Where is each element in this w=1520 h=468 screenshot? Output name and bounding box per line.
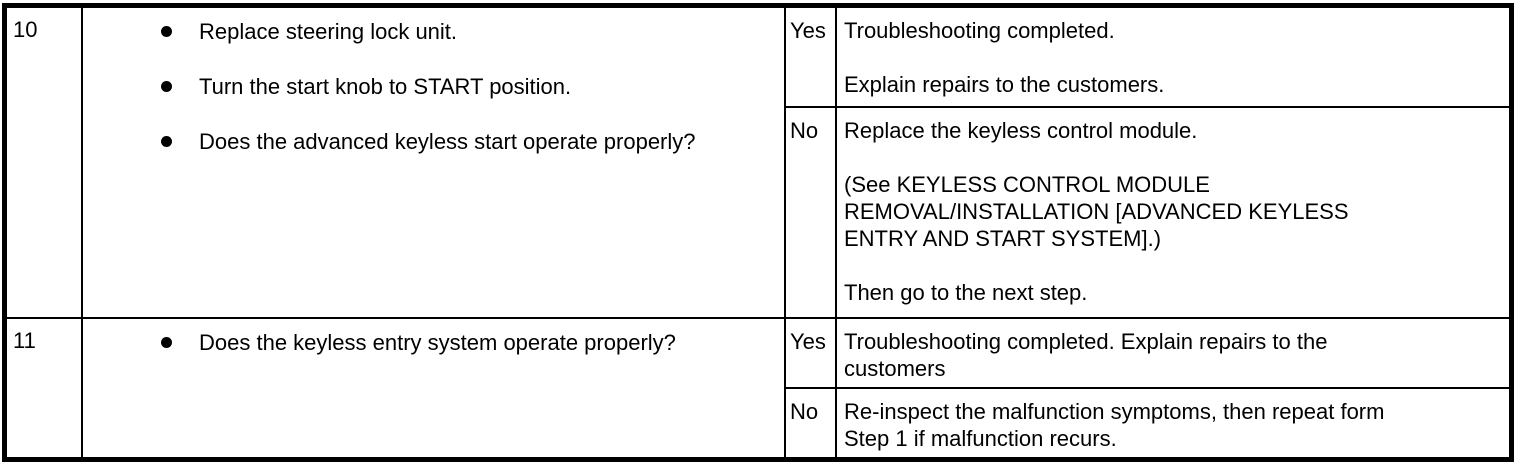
result-action-cell: Troubleshooting completed. Explain repai… — [844, 329, 1328, 381]
bullet-icon — [161, 81, 172, 92]
results-cell-group: Yes Troubleshooting completed. Explain r… — [786, 319, 1509, 457]
bullet-icon — [161, 136, 172, 147]
answer-cell: Yes — [786, 319, 837, 387]
action-text: Does the keyless entry system operate pr… — [199, 330, 676, 355]
result-action-cell: Replace the keyless control module. (See… — [844, 118, 1349, 305]
action-text: Replace steering lock unit. — [199, 19, 458, 44]
result-row-no: No Replace the keyless control module. (… — [786, 106, 1509, 317]
answer-cell: Yes — [786, 8, 837, 106]
action-cell: Does the keyless entry system operate pr… — [83, 319, 786, 457]
table-row: 11 Does the keyless entry system operate… — [7, 317, 1509, 457]
results-cell-group: Yes Troubleshooting completed. Explain r… — [786, 8, 1509, 317]
troubleshooting-table: 10 Replace steering lock unit. Turn the … — [2, 3, 1514, 462]
answer-cell: No — [786, 108, 837, 317]
list-item: Turn the start knob to START position. — [161, 73, 784, 100]
bullet-icon — [161, 26, 172, 37]
result-row-yes: Yes Troubleshooting completed. Explain r… — [786, 319, 1509, 387]
step-number: 11 — [13, 328, 36, 353]
result-action-cell: Troubleshooting completed. Explain repai… — [844, 18, 1165, 97]
list-item: Does the keyless entry system operate pr… — [161, 329, 784, 356]
answer-cell: No — [786, 389, 837, 457]
action-text: Does the advanced keyless start operate … — [199, 129, 696, 154]
step-number-cell: 10 — [7, 8, 83, 317]
result-action-cell: Re-inspect the malfunction symptoms, the… — [844, 399, 1385, 451]
bullet-icon — [161, 337, 172, 348]
action-cell: Replace steering lock unit. Turn the sta… — [83, 8, 786, 317]
result-row-yes: Yes Troubleshooting completed. Explain r… — [786, 8, 1509, 106]
action-text: Turn the start knob to START position. — [199, 74, 572, 99]
step-number: 10 — [13, 17, 38, 42]
result-row-no: No Re-inspect the malfunction symptoms, … — [786, 387, 1509, 457]
step-number-cell: 11 — [7, 319, 83, 457]
list-item: Replace steering lock unit. — [161, 18, 784, 45]
list-item: Does the advanced keyless start operate … — [161, 128, 784, 155]
table-row: 10 Replace steering lock unit. Turn the … — [7, 8, 1509, 317]
